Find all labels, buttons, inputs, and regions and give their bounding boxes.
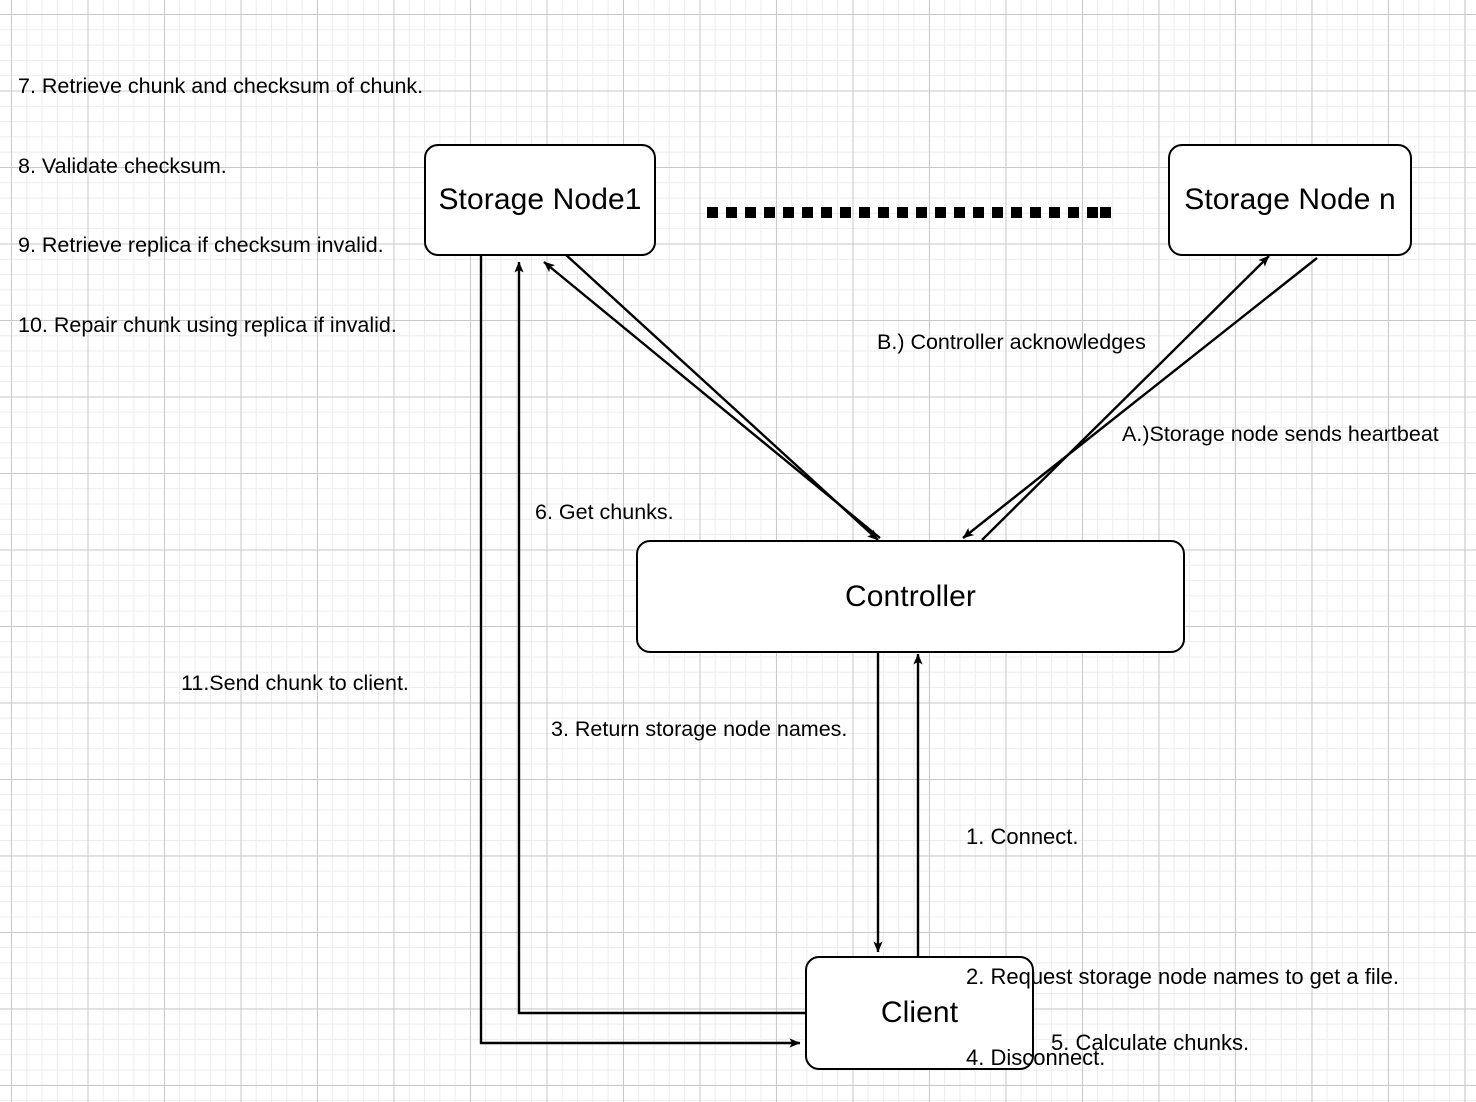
node-controller[interactable]: Controller [636,540,1185,653]
note-line-10: 10. Repair chunk using replica if invali… [18,312,397,337]
edge-storagenoden-heartbeat-to-controller [962,257,1318,539]
ellipsis-dots [707,207,1111,218]
note-line-9: 9. Retrieve replica if checksum invalid. [18,233,384,257]
notes-top-left: 7. Retrieve chunk and checksum of chunk.… [18,20,423,391]
node-storage-node-n[interactable]: Storage Node n [1168,144,1412,256]
note-line-8: 8. Validate checksum. [18,153,227,178]
node-storage-node-1-label: Storage Node1 [438,183,642,216]
client-step-2: 2. Request storage node names to get a f… [966,964,1399,989]
note-line-7: 7. Retrieve chunk and checksum of chunk. [18,74,424,98]
client-local-steps: 5. Calculate chunks. 12. Assemble chunks… [1051,975,1354,1102]
client-step-1: 1. Connect. [966,824,1079,849]
label-send-chunk-to-client: 11.Send chunk to client. [181,671,409,695]
client-step-5: 5. Calculate chunks. [1051,1030,1250,1055]
node-client[interactable]: Client [805,956,1034,1070]
edge-controller-ack-to-storagenoden [981,255,1270,541]
client-step-4: 4. Disconnect. [966,1045,1106,1070]
client-request-steps: 1. Connect. 2. Request storage node name… [966,769,1399,1102]
node-storage-node-n-label: Storage Node n [1184,183,1396,216]
label-get-chunks: 6. Get chunks. [535,500,674,524]
label-controller-acknowledges: B.) Controller acknowledges [877,330,1146,354]
node-client-label: Client [880,996,959,1029]
node-storage-node-1[interactable]: Storage Node1 [424,144,656,256]
edge-controller-to-storagenode1 [543,261,881,539]
node-controller-label: Controller [844,579,977,613]
step-gap [966,904,1399,909]
label-storage-node-heartbeat: A.)Storage node sends heartbeat [1122,422,1439,446]
edge-storagenode1-to-controller [564,253,879,541]
label-return-storage-node-names: 3. Return storage node names. [551,717,848,741]
